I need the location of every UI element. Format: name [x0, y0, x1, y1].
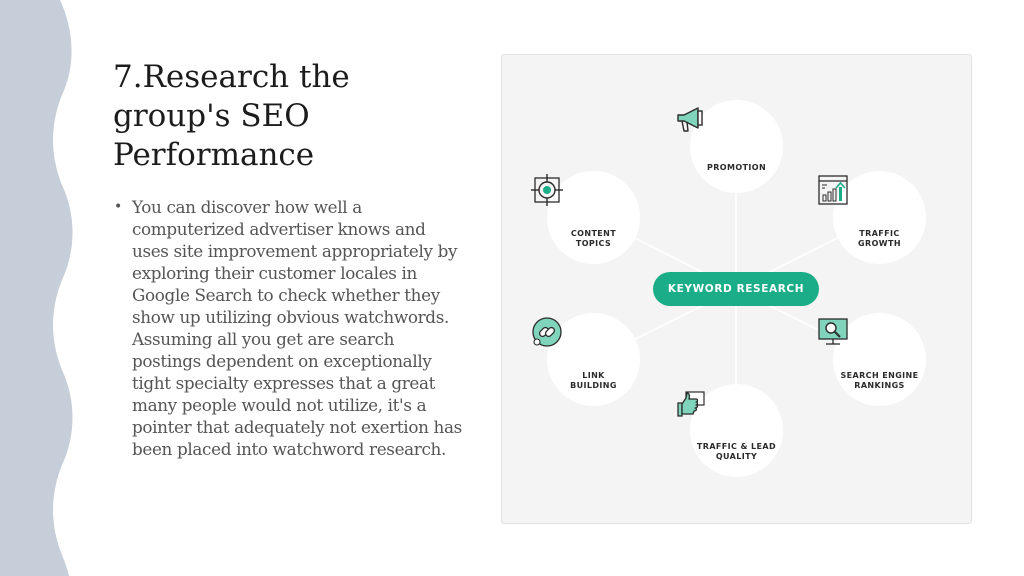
node-label: SEARCH ENGINE	[840, 371, 919, 380]
keyword-research-hub: KEYWORD RESEARCH	[653, 272, 819, 306]
node-traffic-lead-quality: TRAFFIC & LEAD QUALITY	[677, 384, 783, 477]
bullet-text: You can discover how well a computerized…	[132, 197, 462, 459]
decorative-wave-border	[0, 0, 73, 576]
node-label: GROWTH	[858, 239, 901, 248]
megaphone-icon	[677, 107, 703, 132]
link-icon	[532, 317, 562, 347]
bullet-marker: •	[114, 199, 123, 215]
node-content-topics: CONTENT TOPICS	[531, 171, 640, 264]
target-icon	[531, 174, 563, 206]
node-label: TRAFFIC	[859, 229, 900, 238]
growth-chart-icon	[818, 175, 848, 205]
node-label: PROMOTION	[706, 163, 767, 172]
keyword-research-diagram: PROMOTION CONTENT TOPICS TRAFFIC	[501, 54, 972, 524]
node-label: RANKINGS	[854, 381, 905, 390]
node-promotion: PROMOTION	[677, 100, 783, 193]
node-traffic-growth: TRAFFIC GROWTH	[818, 171, 926, 264]
node-label: CONTENT	[570, 229, 617, 238]
node-label: LINK	[582, 371, 605, 380]
node-label: BUILDING	[570, 381, 617, 390]
thumbs-up-icon	[677, 391, 705, 417]
node-label: QUALITY	[715, 452, 758, 461]
node-label: TRAFFIC & LEAD	[696, 442, 777, 451]
node-search-engine-rankings: SEARCH ENGINE RANKINGS	[818, 313, 926, 406]
search-monitor-icon	[818, 318, 848, 345]
slide-title: 7.Research the group's SEO Performance	[113, 59, 350, 173]
node-label: TOPICS	[575, 239, 612, 248]
node-link-building: LINK BUILDING	[532, 313, 640, 406]
